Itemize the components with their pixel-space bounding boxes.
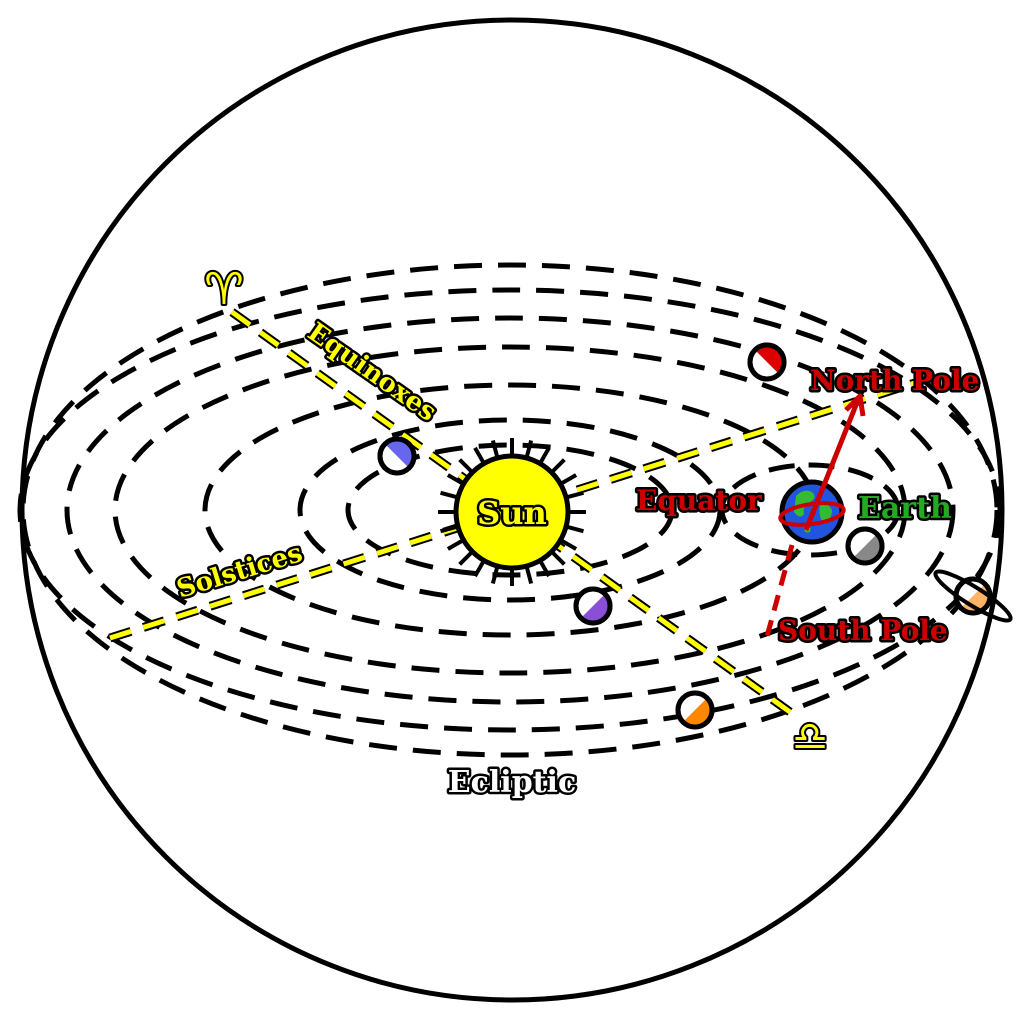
planet-jupiter	[675, 690, 715, 730]
sun-ray	[551, 458, 566, 473]
moon-orbit	[719, 462, 901, 558]
sun-ray	[473, 446, 485, 463]
earth-label: Earth	[858, 491, 952, 526]
sun-ray	[490, 567, 499, 584]
sun-ray	[473, 561, 485, 578]
north-pole-label: North Pole	[810, 364, 980, 397]
sun-ray	[539, 561, 551, 578]
sun-ray	[440, 525, 457, 534]
aries-icon: ♈	[204, 264, 243, 315]
sun-ray	[539, 446, 551, 463]
sun-ray	[458, 551, 473, 566]
earth-equator-ring	[778, 501, 846, 527]
planet-mars	[747, 342, 787, 382]
sun-ray	[561, 473, 578, 485]
sun-ray	[440, 490, 457, 499]
orbit-ring-4	[112, 344, 908, 676]
earth	[763, 393, 866, 641]
sun-ray	[525, 567, 534, 584]
orbit-ring-3	[64, 315, 956, 705]
sun-ray	[567, 525, 584, 534]
orbit-ring-2	[17, 287, 1003, 733]
north-pole-arrowhead	[844, 393, 866, 417]
sun-ray	[490, 440, 499, 457]
equinox-line	[229, 308, 793, 716]
sun-ray	[567, 490, 584, 499]
sun-label: Sun	[477, 494, 547, 532]
orbit-ring-1	[20, 262, 1000, 758]
planet-venus	[377, 436, 417, 476]
south-pole-axis	[763, 544, 795, 641]
sun-ray	[525, 440, 534, 457]
sun-ray	[458, 458, 473, 473]
sun	[438, 438, 586, 586]
south-pole-label: South Pole	[778, 614, 948, 647]
equator-label: Equator	[636, 484, 763, 517]
moon	[845, 526, 885, 566]
sun-ray	[446, 473, 463, 485]
planet-saturn	[933, 569, 1013, 623]
sun-rays	[438, 438, 586, 586]
north-pole-axis	[803, 399, 861, 531]
sun-ray	[446, 539, 463, 551]
sun-ray	[561, 539, 578, 551]
saturn-ring	[933, 569, 1013, 623]
sun-ray	[551, 551, 566, 566]
sun-disc	[453, 453, 571, 571]
ecliptic-label: Ecliptic	[448, 765, 576, 800]
planet-mercury	[573, 586, 613, 626]
libra-icon: ♎	[792, 714, 828, 760]
